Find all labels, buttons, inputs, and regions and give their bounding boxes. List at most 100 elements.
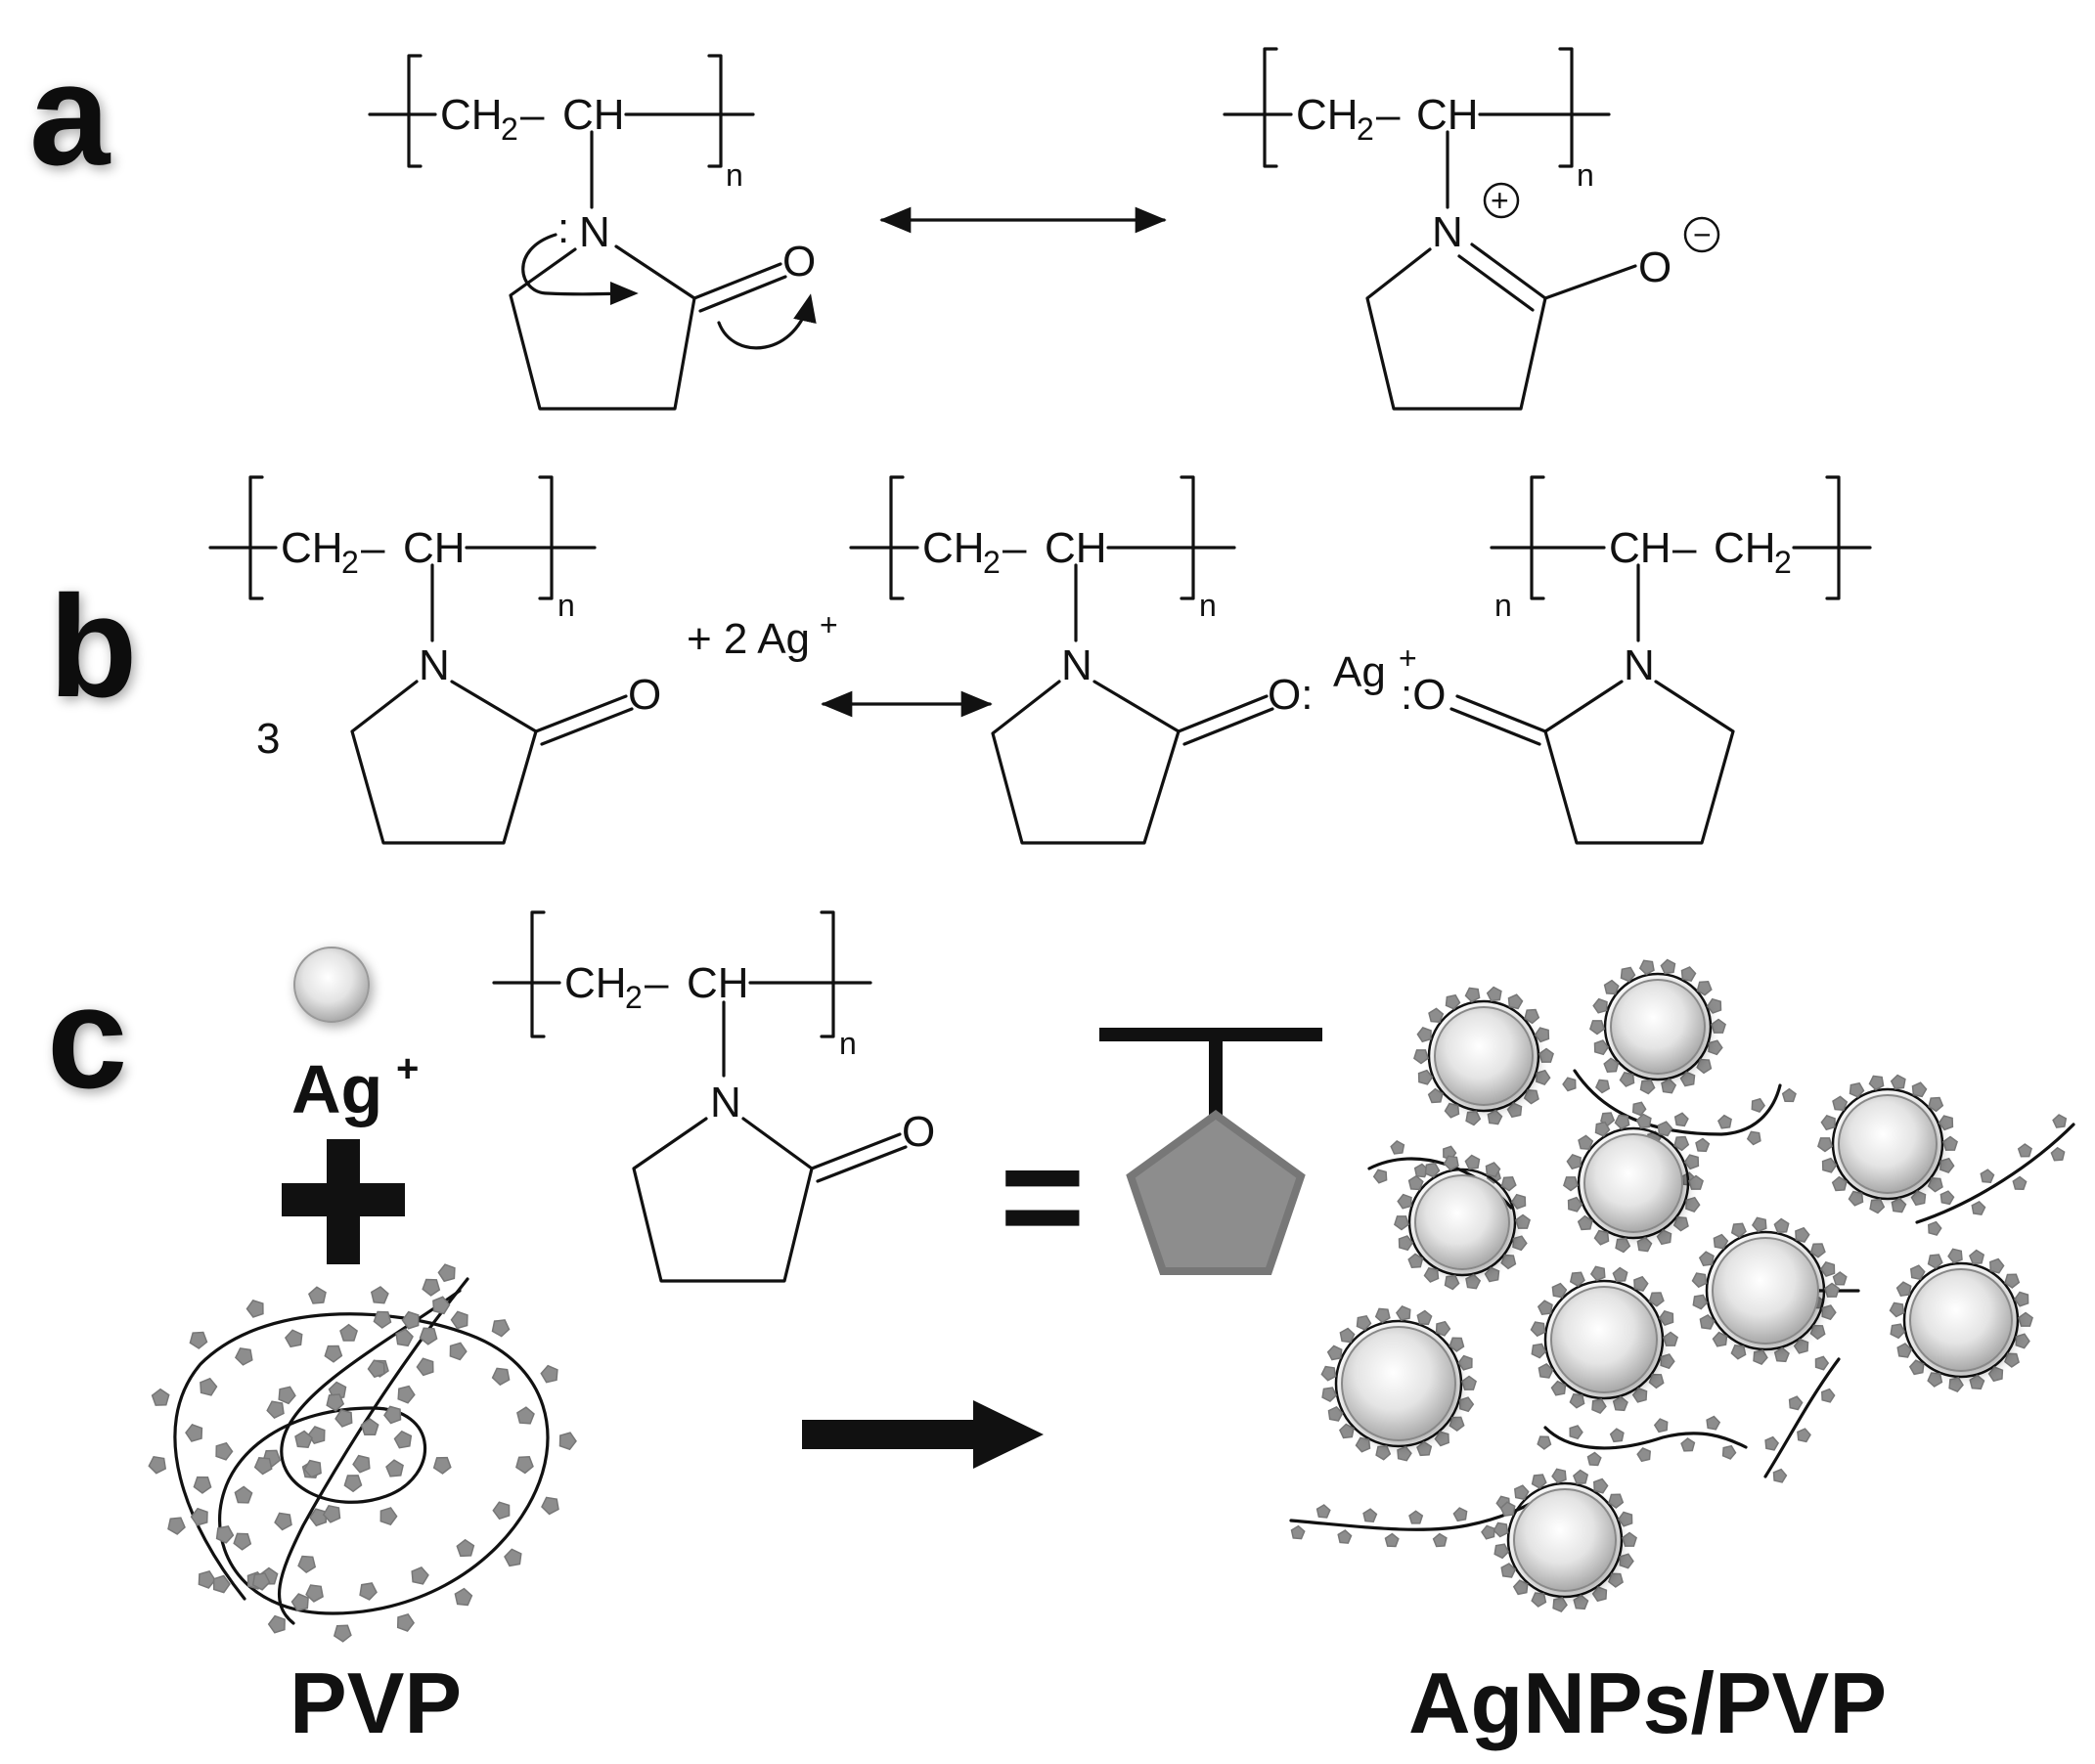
pyrrolidone-unit-icon <box>1537 1435 1552 1450</box>
pyrrolidone-unit-icon <box>1663 1331 1678 1346</box>
pyrrolidone-unit-icon <box>1660 1353 1675 1370</box>
pvp-shell-ring <box>1902 1261 2020 1379</box>
pyrrolidone-unit-icon <box>2013 1291 2029 1307</box>
pyrrolidone-unit-icon <box>450 1310 468 1330</box>
pyrrolidone-unit-icon <box>1928 1096 1944 1113</box>
pyrrolidone-unit-icon <box>1464 987 1481 1003</box>
panel-a-right-repeat-unit: CH 2 – CH n N + O − <box>1223 47 1720 411</box>
pyrrolidone-unit-icon <box>1538 1047 1554 1063</box>
pyrrolidone-unit-icon <box>1695 1137 1711 1153</box>
pyrrolidone-unit-icon <box>2052 1114 2068 1128</box>
curly-arrow-carbonyl <box>717 293 817 350</box>
right-ring-nitrogen: N <box>1432 208 1463 256</box>
pyrrolidone-unit-icon <box>1464 1154 1481 1170</box>
pyrrolidone-unit-icon <box>1795 1226 1810 1243</box>
pyrrolidone-unit-icon <box>1337 1529 1353 1544</box>
pyrrolidone-unit-icon <box>1635 1113 1652 1129</box>
pyrrolidone-unit-icon <box>267 1614 286 1634</box>
b-mid-ch2-subscript: 2 <box>983 545 1001 580</box>
pyrrolidone-unit-icon <box>1817 1137 1833 1153</box>
pyrrolidone-unit-icon <box>1327 1405 1344 1422</box>
pyrrolidone-unit-icon <box>1408 1510 1424 1524</box>
pyrrolidone-unit-icon <box>1321 1387 1338 1403</box>
pyrrolidone-unit-icon <box>1449 1416 1465 1433</box>
pyrrolidone-unit-icon <box>1809 1243 1826 1258</box>
c-monomer-dash: – <box>645 959 669 1007</box>
pyrrolidone-unit-icon <box>1603 979 1620 995</box>
pyrrolidone-unit-icon <box>1589 1020 1605 1036</box>
b-left-n-subscript: n <box>557 588 575 623</box>
pyrrolidone-unit-icon <box>1416 1027 1432 1043</box>
panel-a-label: a <box>29 34 111 196</box>
pyrrolidone-unit-icon <box>1567 1196 1583 1213</box>
silver-nanoparticle <box>1610 979 1706 1075</box>
b-mid-ring-oxygen: O: <box>1268 671 1313 719</box>
pyrrolidone-unit-icon <box>449 1342 468 1361</box>
pyrrolidone-unit-icon <box>1375 1445 1392 1461</box>
pyrrolidone-unit-icon <box>1751 1216 1767 1233</box>
pyrrolidone-unit-icon <box>1612 1266 1628 1283</box>
right-ring-positive-charge: + <box>1491 183 1509 218</box>
left-dash: – <box>520 91 545 139</box>
pyrrolidone-unit-icon <box>1586 1451 1602 1467</box>
panel-b-right-repeat-unit: n CH – CH 2 N :O <box>1401 475 1872 845</box>
pyrrolidone-unit-icon <box>1633 1275 1649 1292</box>
pvp-shell-ring <box>1603 972 1713 1081</box>
pyrrolidone-unit-icon <box>2004 1352 2020 1368</box>
pyrrolidone-unit-icon <box>1445 993 1461 1010</box>
left-ch2: CH <box>440 91 503 139</box>
pyrrolidone-unit-icon <box>326 1393 345 1412</box>
pyrrolidone-unit-icon <box>1578 1134 1594 1150</box>
pvp-coil-illustration <box>148 1263 577 1643</box>
pyrrolidone-unit-icon <box>1593 1477 1609 1494</box>
c-monomer-n-subscript: n <box>839 1026 857 1061</box>
b-mid-n-subscript: n <box>1199 588 1217 623</box>
pyrrolidone-unit-icon <box>1909 1264 1926 1281</box>
pyrrolidone-unit-icon <box>297 1555 317 1574</box>
pyrrolidone-unit-icon <box>1338 1423 1355 1439</box>
silver-nanoparticle <box>1550 1286 1658 1393</box>
pyrrolidone-unit-icon <box>1609 1428 1625 1443</box>
pyrrolidone-unit-icon <box>294 1430 314 1448</box>
pyrrolidone-unit-icon <box>1911 1081 1928 1098</box>
pyrrolidone-unit-icon <box>1721 1444 1737 1460</box>
pvp-shell-ring <box>1334 1319 1463 1448</box>
pyrrolidone-unit-icon <box>307 1426 326 1444</box>
pyrrolidone-unit-icon <box>151 1388 170 1406</box>
pyrrolidone-unit-icon <box>1423 1266 1440 1283</box>
pyrrolidone-unit-icon <box>422 1278 441 1297</box>
left-ring-oxygen: O <box>782 238 816 286</box>
pyrrolidone-unit-icon <box>1891 1197 1907 1213</box>
pyrrolidone-unit-icon <box>190 1507 208 1526</box>
pyrrolidone-unit-icon <box>1510 1193 1527 1210</box>
pyrrolidone-unit-icon <box>1821 1157 1838 1173</box>
pyrrolidone-unit-icon <box>1730 1344 1747 1360</box>
pyrrolidone-unit-icon <box>1636 1236 1653 1253</box>
pyrrolidone-unit-icon <box>1594 1079 1611 1094</box>
pyrrolidone-unit-icon <box>1427 1087 1444 1104</box>
right-ch2: CH <box>1296 91 1359 139</box>
pyrrolidone-unit-icon <box>1486 986 1502 1002</box>
pyrrolidone-unit-icon <box>1773 1346 1790 1363</box>
pyrrolidone-unit-icon <box>245 1300 264 1318</box>
complexed-silver: Ag <box>1333 648 1386 696</box>
pyrrolidone-unit-icon <box>1315 1504 1331 1519</box>
pyrrolidone-unit-icon <box>1444 1102 1460 1119</box>
pyrrolidone-unit-icon <box>1384 1532 1400 1548</box>
pyrrolidone-unit-icon <box>1394 1215 1409 1231</box>
pyrrolidone-unit-icon <box>1465 1110 1482 1126</box>
pyrrolidone-unit-icon <box>1424 1162 1441 1178</box>
silver-ion-sphere <box>293 947 370 1023</box>
pyrrolidone-unit-icon <box>215 1525 235 1544</box>
pyrrolidone-unit-icon <box>1680 1437 1696 1452</box>
pyrrolidone-pentagon-icon <box>1126 1110 1306 1275</box>
pyrrolidone-unit-icon <box>1397 1445 1412 1462</box>
pyrrolidone-unit-icon <box>1711 1018 1726 1034</box>
pyrrolidone-unit-icon <box>1569 1271 1585 1288</box>
pyrrolidone-unit-icon <box>1407 1253 1424 1268</box>
pyrrolidone-unit-icon <box>1290 1524 1306 1540</box>
pyrrolidone-unit-icon <box>1942 1135 1958 1151</box>
pyrrolidone-unit-icon <box>1656 1229 1672 1246</box>
b-mid-dash: – <box>1003 524 1027 572</box>
silver-nanoparticle <box>1583 1133 1683 1233</box>
